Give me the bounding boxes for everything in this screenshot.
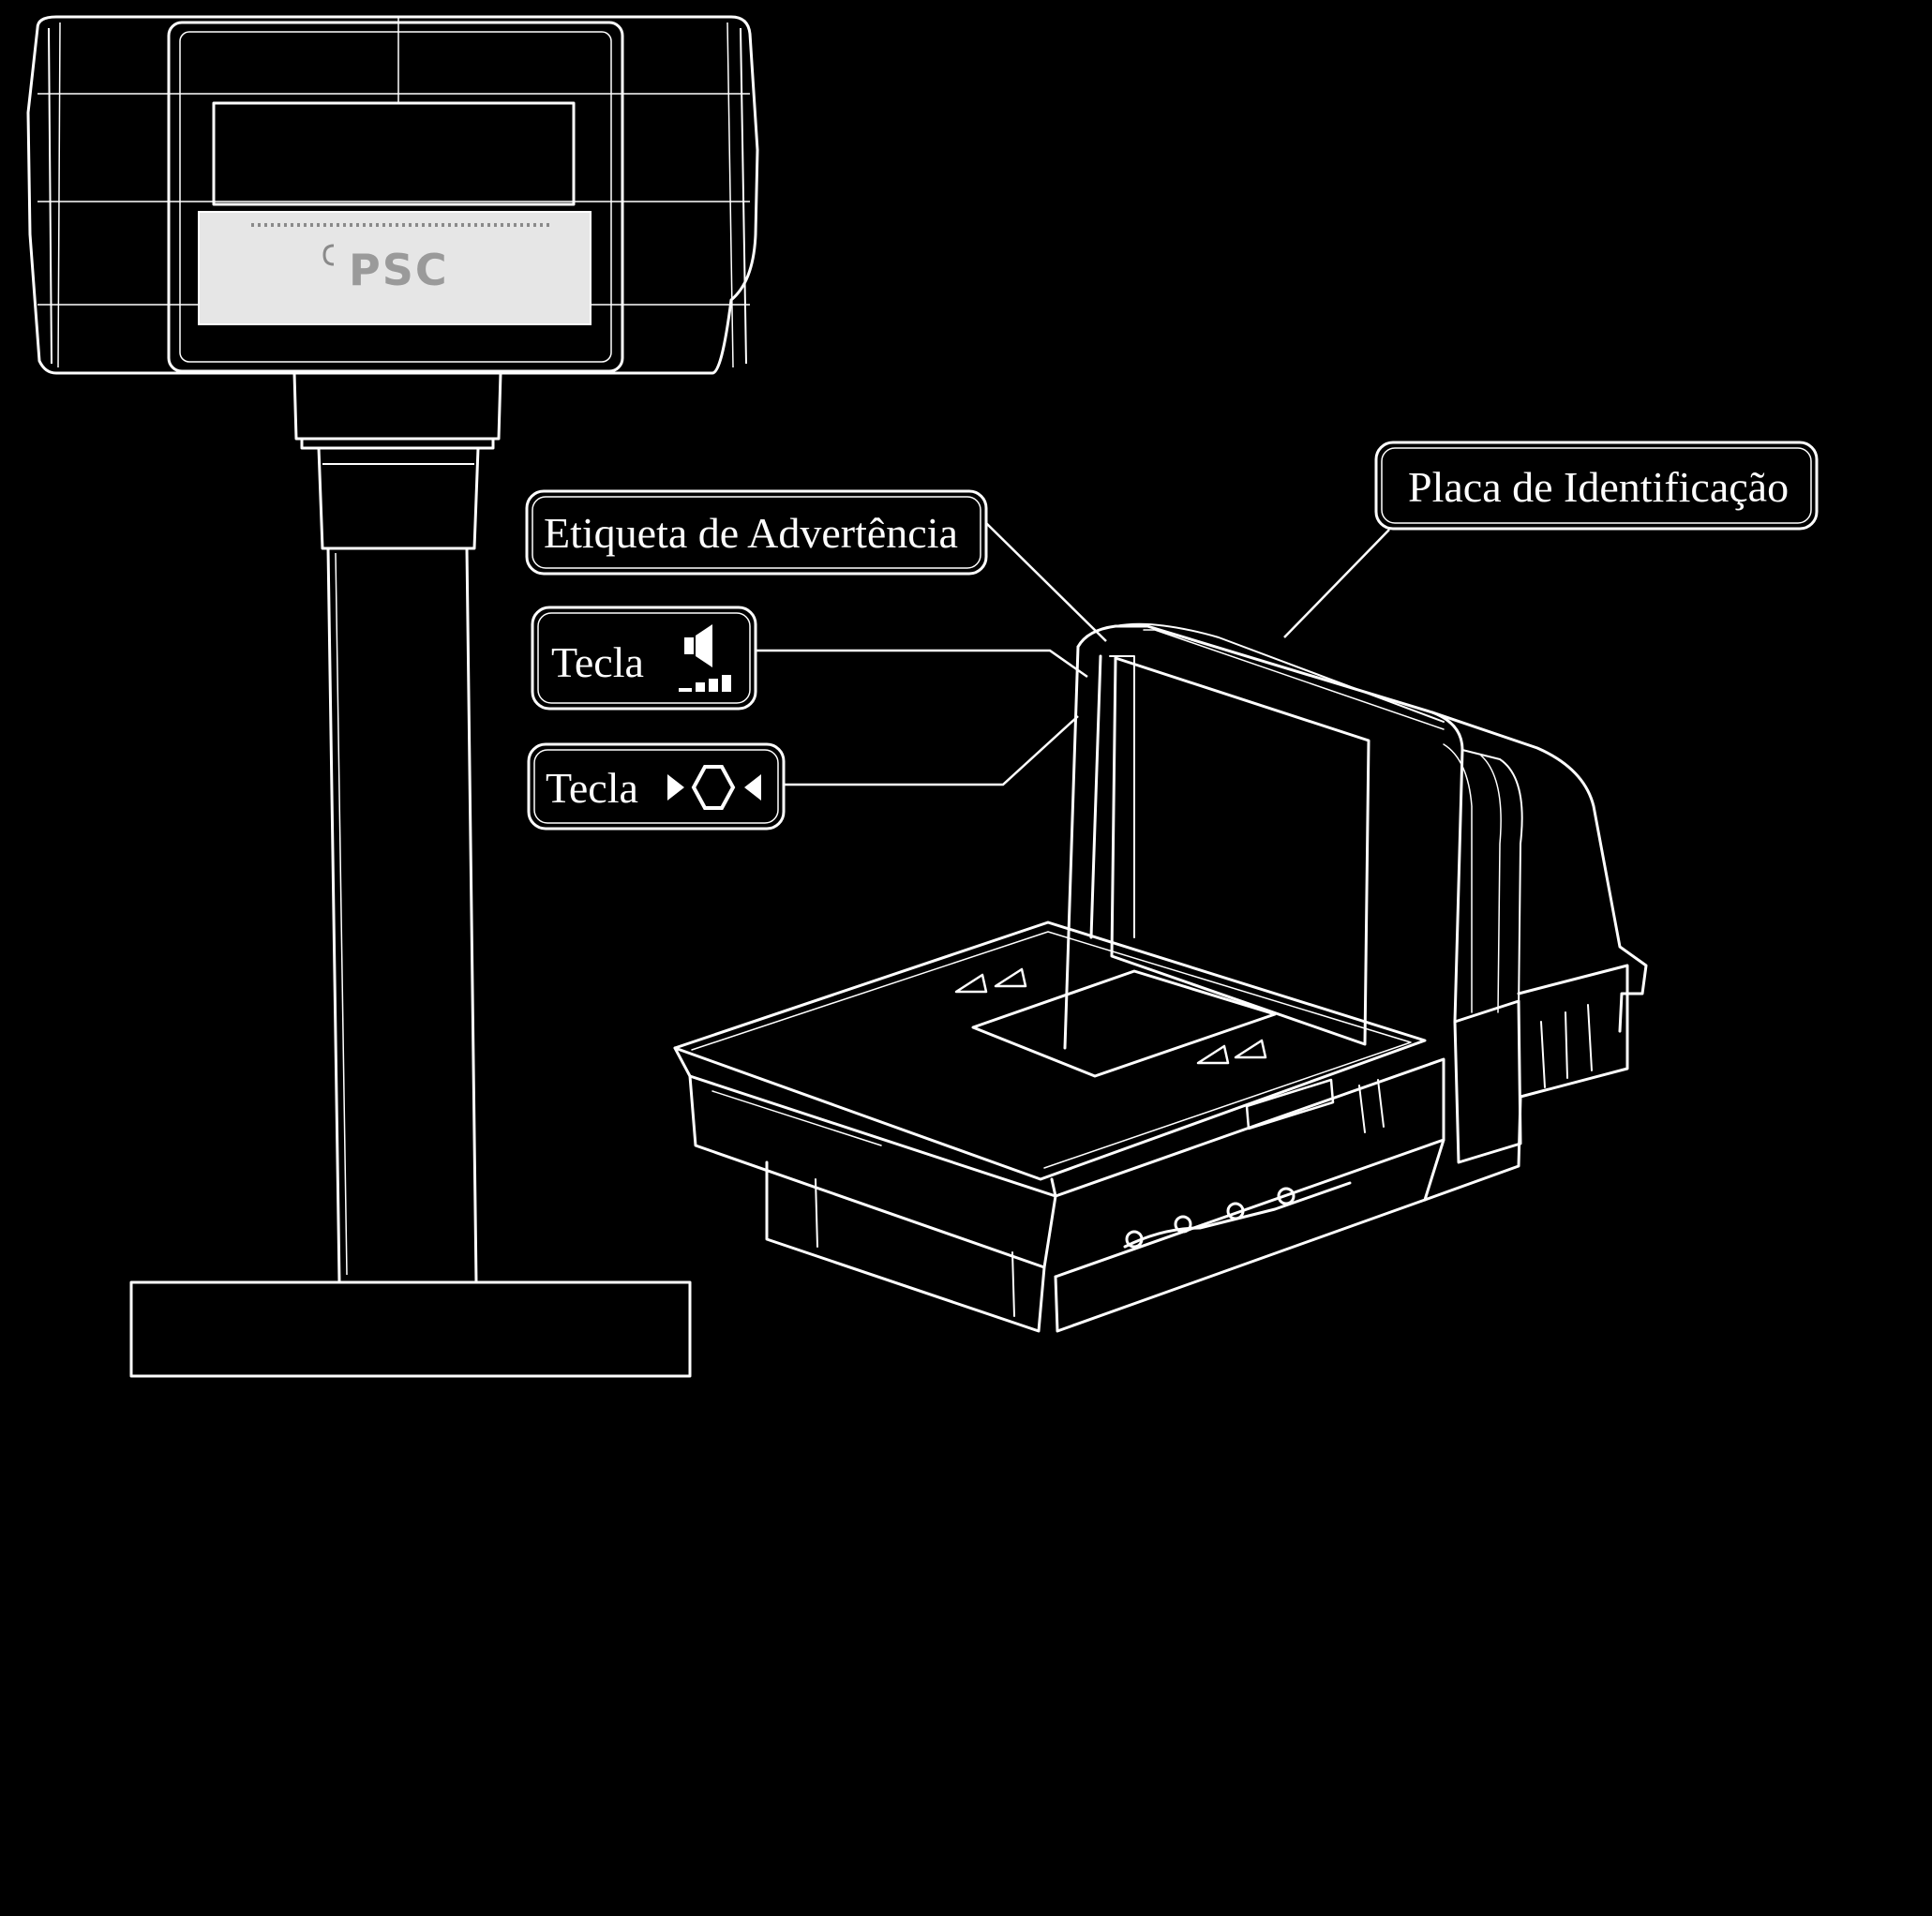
logo-panel: [198, 211, 592, 325]
callout-warning-label: Etiqueta de Advertência: [525, 489, 988, 576]
callout-volume-key: Tecla: [531, 606, 757, 711]
psc-logo: PSC: [349, 245, 449, 295]
callout-nameplate: Placa de Identificação: [1374, 441, 1819, 531]
mode-key-label: Tecla: [546, 764, 638, 812]
warning-label-text: Etiqueta de Advertência: [544, 509, 958, 557]
callout-leaders: [756, 522, 1390, 786]
scan-mode-icon: [667, 765, 761, 810]
customer-display-pole: [26, 15, 759, 1378]
volume-key-label: Tecla: [551, 638, 644, 686]
bioptic-scanner: [673, 622, 1648, 1333]
speaker-volume-icon: [679, 624, 731, 692]
nameplate-label: Placa de Identificação: [1408, 463, 1789, 511]
callout-mode-key: Tecla: [527, 742, 786, 831]
